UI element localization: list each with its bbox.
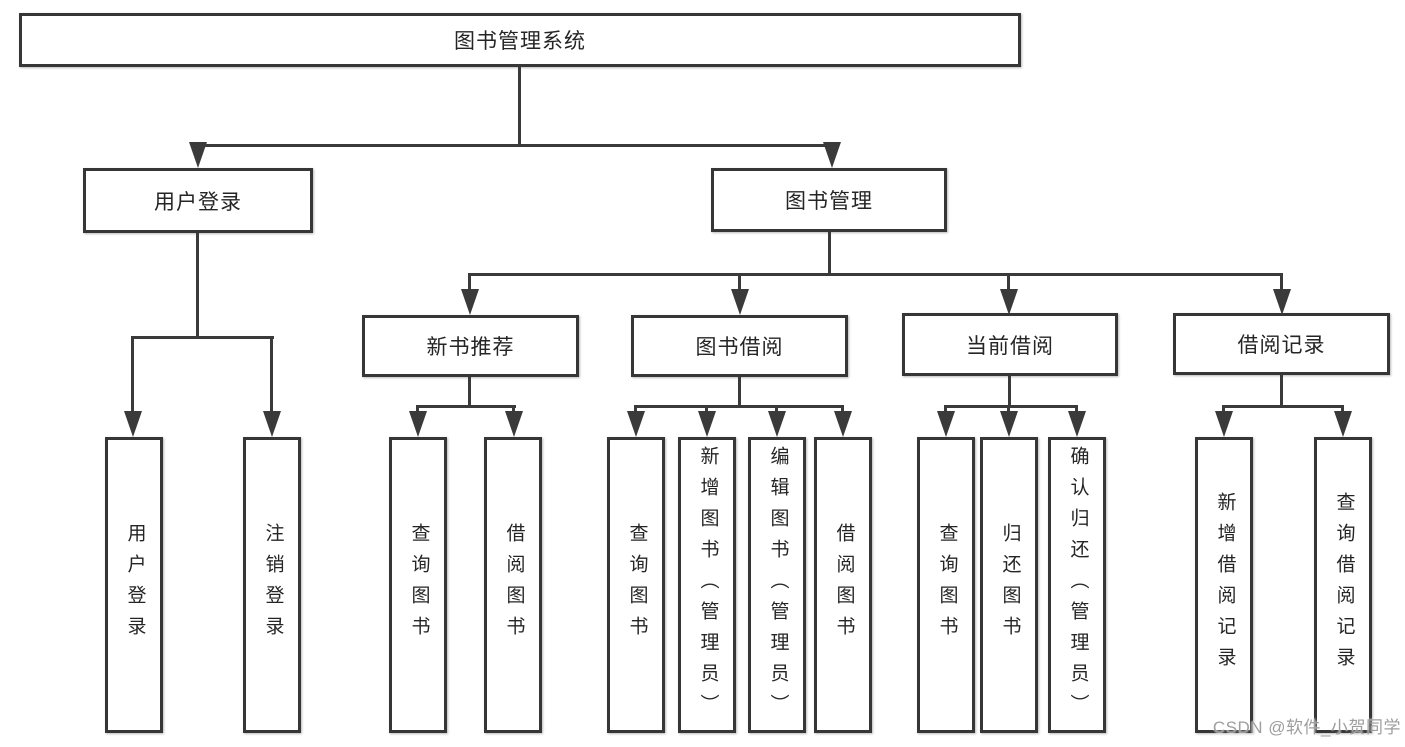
connector-drop: [131, 336, 134, 416]
csdn-watermark: CSDN @软件_小贺同学: [1212, 718, 1401, 737]
arrowhead-icon: [1215, 411, 1233, 437]
connector-split: [418, 405, 516, 408]
node-new-book-recommend: 新书推荐: [362, 315, 579, 377]
connector-split: [470, 273, 1283, 276]
leaf-rec-query-books: 查询图书: [389, 437, 447, 733]
connector-split: [946, 405, 1078, 408]
arrowhead-icon: [834, 411, 852, 437]
leaf-logout-label: 注销登录: [262, 523, 284, 647]
arrowhead-icon: [1000, 289, 1018, 315]
connector-riser: [468, 375, 471, 408]
leaf-add-borrow-record: 新增借阅记录: [1195, 437, 1253, 733]
node-new-book-recommend-label: 新书推荐: [426, 336, 515, 359]
arrowhead-icon: [823, 142, 841, 168]
connector-riser: [1008, 374, 1011, 408]
leaf-confirm-return-admin: 确认归还（管理员）: [1048, 437, 1106, 733]
leaf-edit-books-admin-label: 编辑图书（管理员）: [767, 445, 789, 725]
node-book-management: 图书管理: [711, 168, 947, 232]
arrowhead-icon: [698, 411, 716, 437]
leaf-query-borrow-record-label: 查询借阅记录: [1333, 492, 1355, 678]
leaf-add-books-admin: 新增图书（管理员）: [678, 437, 736, 733]
leaf-confirm-return-admin-label: 确认归还（管理员）: [1067, 445, 1089, 725]
connector-stub: [468, 273, 471, 293]
connector-riser: [738, 375, 741, 408]
connector-riser: [1280, 373, 1283, 408]
leaf-borrow-query-books: 查询图书: [607, 437, 665, 733]
leaf-return-books: 归还图书: [980, 437, 1038, 733]
leaf-borrow-books-label: 借阅图书: [833, 523, 855, 647]
leaf-rec-borrow-books-label: 借阅图书: [503, 523, 525, 647]
node-book-management-label: 图书管理: [785, 190, 873, 213]
node-book-borrowing-label: 图书借阅: [695, 336, 784, 359]
connector-root-split: [198, 144, 835, 147]
arrowhead-icon: [1273, 289, 1291, 315]
leaf-rec-query-books-label: 查询图书: [408, 523, 430, 647]
arrowhead-icon: [505, 411, 523, 437]
connector-split: [636, 405, 844, 408]
connector-stub: [1007, 273, 1010, 293]
leaf-return-books-label: 归还图书: [999, 523, 1021, 647]
connector-root-riser: [518, 67, 521, 147]
connector-drop: [270, 336, 273, 416]
arrowhead-icon: [189, 142, 207, 168]
leaf-borrow-books: 借阅图书: [814, 437, 872, 733]
connector-riser: [196, 231, 199, 339]
arrowhead-icon: [1334, 411, 1352, 437]
leaf-edit-books-admin: 编辑图书（管理员）: [748, 437, 806, 733]
node-current-borrowing-label: 当前借阅: [966, 334, 1054, 358]
arrowhead-icon: [124, 411, 142, 437]
arrowhead-icon: [937, 411, 955, 437]
connector-stub: [738, 273, 741, 293]
leaf-current-query-books-label: 查询图书: [936, 523, 958, 647]
node-book-borrowing: 图书借阅: [631, 315, 848, 377]
node-borrowing-records-label: 借阅记录: [1237, 334, 1326, 357]
node-current-borrowing: 当前借阅: [902, 313, 1118, 376]
leaf-query-borrow-record: 查询借阅记录: [1314, 437, 1372, 733]
leaf-user-login: 用户登录: [105, 437, 163, 733]
node-root-label: 图书管理系统: [454, 30, 586, 53]
node-user-login: 用户登录: [83, 168, 313, 233]
arrowhead-icon: [263, 411, 281, 437]
arrowhead-icon: [627, 411, 645, 437]
node-root: 图书管理系统: [19, 13, 1021, 67]
arrowhead-icon: [731, 289, 749, 315]
leaf-add-books-admin-label: 新增图书（管理员）: [697, 445, 719, 725]
leaf-current-query-books: 查询图书: [917, 437, 975, 733]
connector-riser: [828, 230, 831, 276]
arrowhead-icon: [1068, 411, 1086, 437]
connector-stub: [1280, 273, 1283, 293]
leaf-add-borrow-record-label: 新增借阅记录: [1214, 492, 1236, 678]
leaf-logout: 注销登录: [243, 437, 301, 733]
arrowhead-icon: [461, 289, 479, 315]
arrowhead-icon: [1000, 411, 1018, 437]
node-borrowing-records: 借阅记录: [1173, 313, 1390, 375]
leaf-rec-borrow-books: 借阅图书: [484, 437, 542, 733]
leaf-user-login-label: 用户登录: [124, 523, 146, 647]
node-user-login-label: 用户登录: [154, 190, 242, 214]
connector-split: [1224, 405, 1343, 408]
connector-split: [133, 336, 274, 339]
leaf-borrow-query-books-label: 查询图书: [626, 523, 648, 647]
arrowhead-icon: [409, 411, 427, 437]
arrowhead-icon: [768, 411, 786, 437]
